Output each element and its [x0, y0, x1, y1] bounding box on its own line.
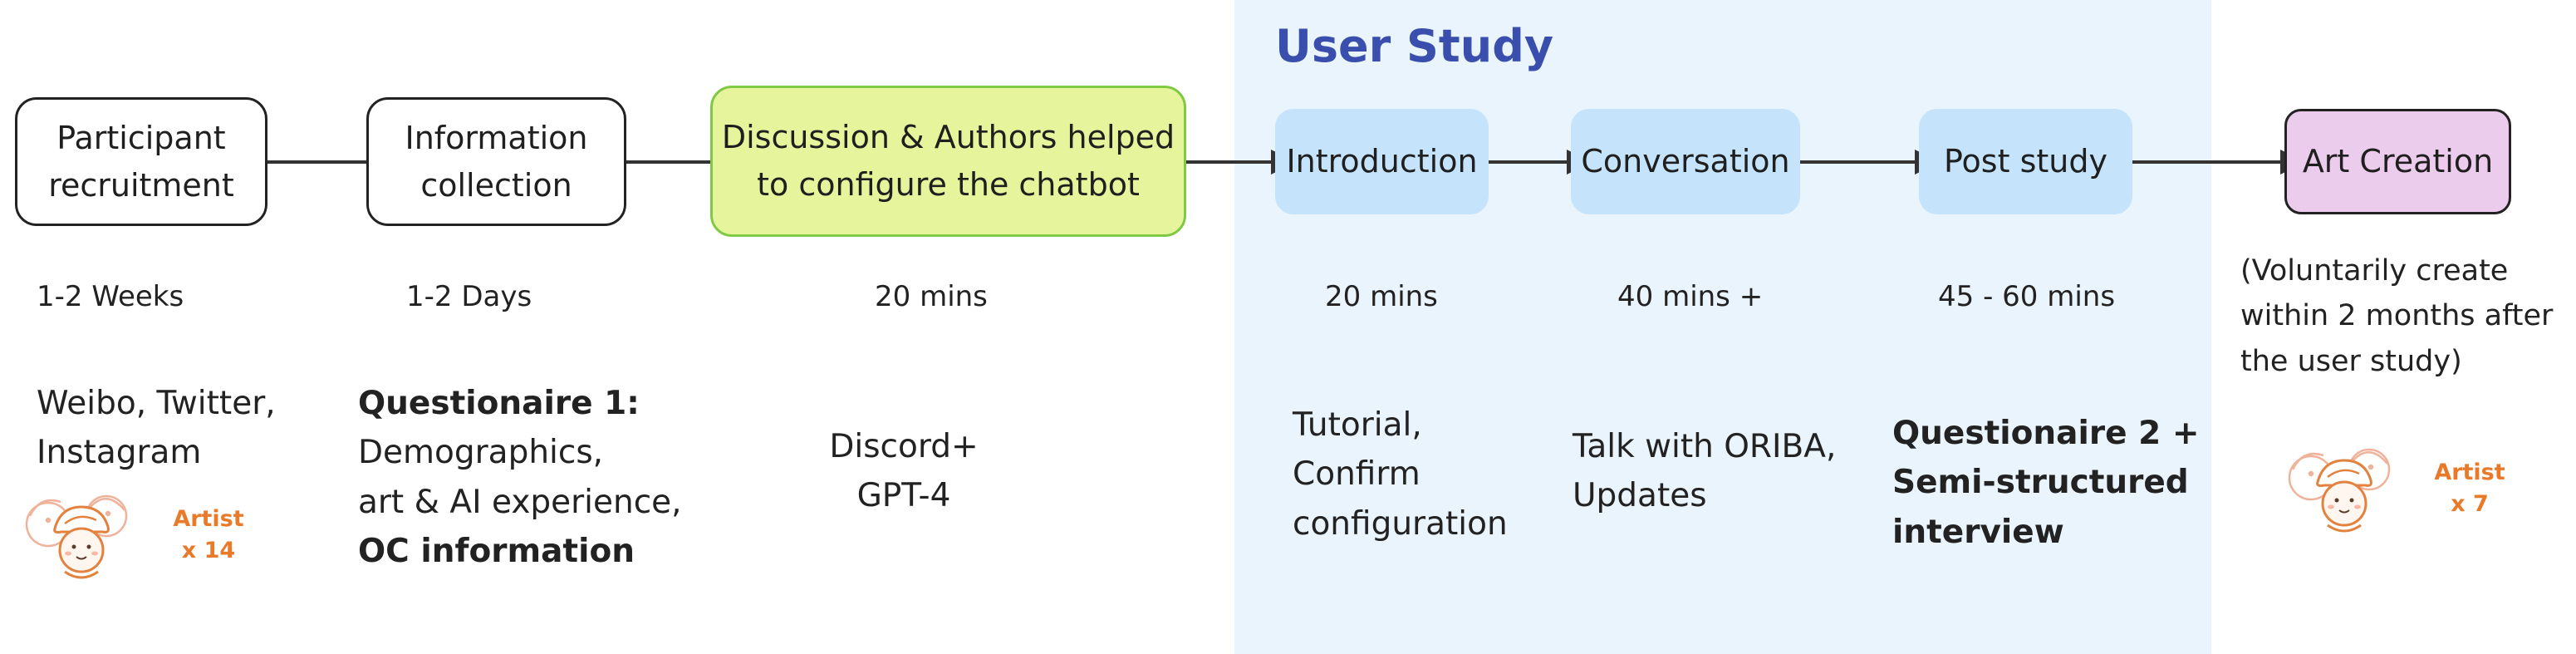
duration-discussion: 20 mins	[875, 280, 988, 313]
note-recruitment-platforms: Weibo, Twitter, Instagram	[37, 385, 276, 472]
step-post-study: Post study	[1919, 109, 2132, 214]
duration-recruitment: 1-2 Weeks	[37, 280, 184, 313]
note-conversation: Talk with ORIBA, Updates	[1573, 428, 1837, 515]
duration-information: 1-2 Days	[406, 280, 532, 313]
artist-count-14: Artist x 14	[173, 506, 244, 564]
note-questionnaire-1: Questionaire 1: Demographics, art & AI e…	[358, 385, 682, 570]
duration-introduction: 20 mins	[1325, 280, 1438, 313]
duration-art-creation: (Voluntarily create within 2 months afte…	[2240, 254, 2554, 378]
duration-post-study: 45 - 60 mins	[1938, 280, 2116, 313]
note-post-study: Questionaire 2 + Semi-structured intervi…	[1892, 415, 2200, 551]
duration-conversation: 40 mins +	[1617, 280, 1764, 313]
step-conversation: Conversation	[1571, 109, 1800, 214]
user-study-title: User Study	[1275, 20, 1554, 72]
note-discord-gpt4: Discord+ GPT-4	[829, 428, 979, 515]
artist-group-icon	[25, 494, 128, 579]
step-introduction: Introduction	[1275, 109, 1489, 214]
step-art-creation: Art Creation	[2284, 109, 2511, 214]
note-introduction: Tutorial, Confirm configuration	[1293, 406, 1508, 543]
artist-group-icon-2	[2288, 448, 2391, 533]
artist-count-7: Artist x 7	[2434, 460, 2505, 518]
